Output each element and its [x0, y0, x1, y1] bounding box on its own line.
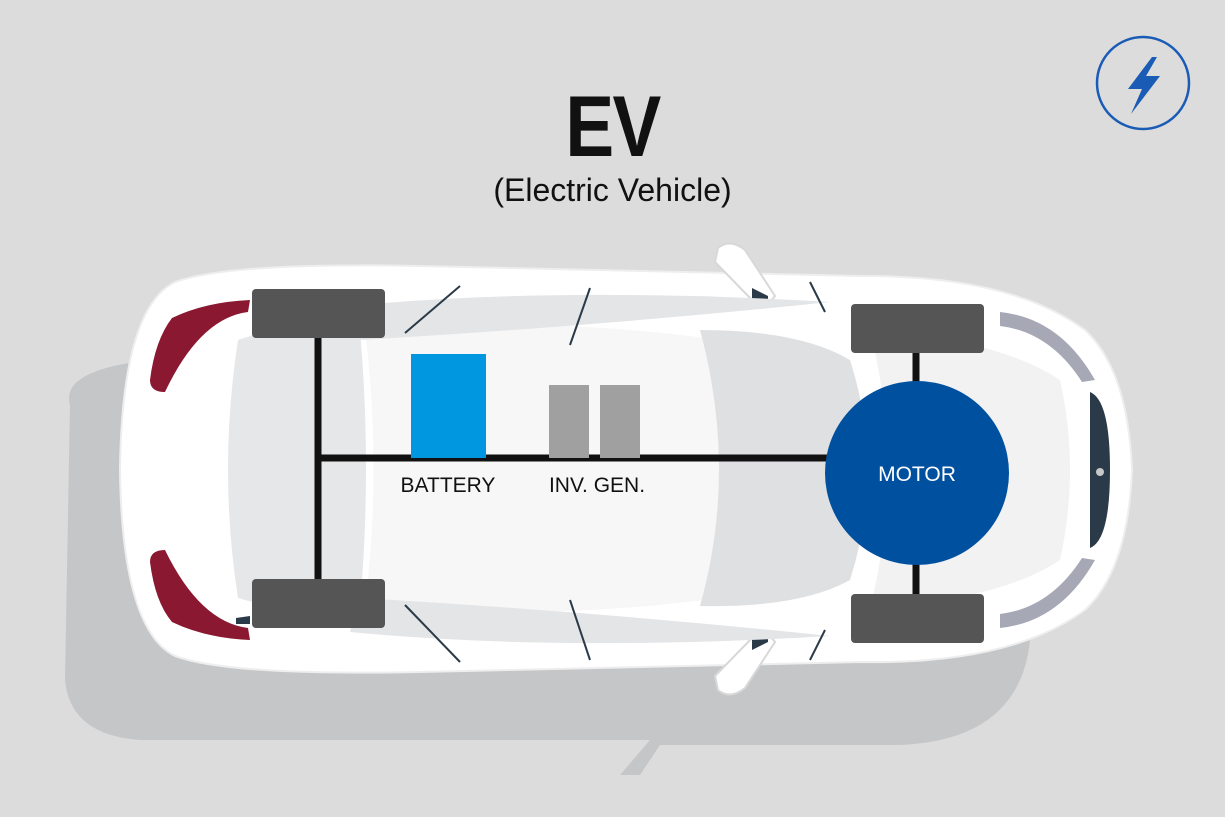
windshield: [700, 330, 868, 607]
motor-circle: [825, 381, 1009, 565]
diagram-title: EV: [565, 79, 661, 175]
inverter-generator-label: INV. GEN.: [549, 474, 645, 497]
generator-block: [600, 385, 640, 458]
tail-light-top: [150, 300, 250, 392]
battery-label: BATTERY: [401, 474, 496, 497]
wheel-front-bottom: [851, 594, 984, 643]
side-window-top: [350, 294, 830, 340]
rear-window: [228, 327, 366, 609]
wheels: [252, 289, 984, 643]
wheel-rear-bottom: [252, 579, 385, 628]
lightning-bolt-icon: [1095, 35, 1191, 131]
motor-label: MOTOR: [878, 463, 956, 486]
side-window-bottom: [350, 598, 830, 644]
headlight-top: [1000, 312, 1095, 382]
door-seams: [404, 281, 826, 663]
tail-light-bottom: [150, 550, 250, 640]
wheel-rear-top: [252, 289, 385, 338]
wheel-front-top: [851, 304, 984, 353]
rear-handle: [236, 616, 250, 624]
inverter-block: [549, 385, 589, 458]
headlight-bottom: [1000, 558, 1095, 628]
front-emblem: [1096, 468, 1104, 476]
battery-block: [411, 354, 486, 458]
diagram-subtitle: (Electric Vehicle): [493, 172, 732, 208]
